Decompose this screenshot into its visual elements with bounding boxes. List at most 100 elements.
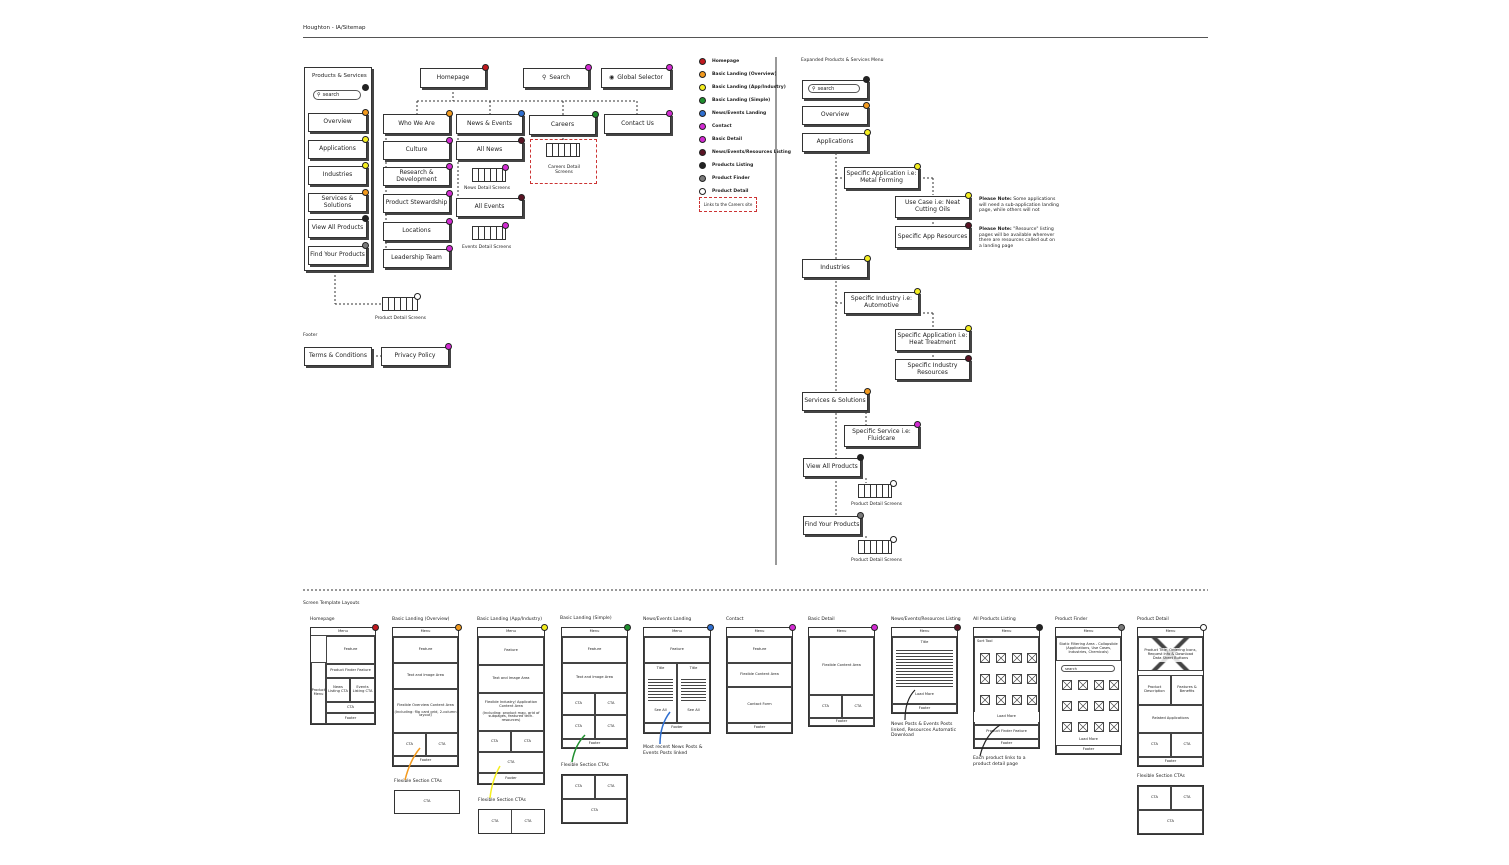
tpl-text-image: Text and Image Area <box>393 663 458 689</box>
tpl-pdetail-flex-cta: CTA CTA CTA <box>1137 785 1204 835</box>
search-node[interactable]: ⚲Search <box>523 68 589 88</box>
legend-careers-link: Links to the Careers site <box>699 197 757 212</box>
privacy-node[interactable]: Privacy Policy <box>381 347 449 366</box>
note-applications-bold: Please Note: <box>979 197 1012 202</box>
expanded-overview[interactable]: Overview <box>802 106 868 125</box>
legend-item: Basic Landing (App/Industry) <box>699 84 786 91</box>
page-title: Houghton - IA/Sitemap <box>303 25 366 31</box>
tpl-simple-flex-cta-label: Flexible Section CTAs <box>561 763 609 768</box>
tpl-listing-lines <box>896 648 953 689</box>
nav-item-overview[interactable]: Overview <box>308 113 367 132</box>
product-thumb <box>996 695 1006 705</box>
careers-detail-dashed-link[interactable] <box>530 139 597 184</box>
expanded-applications[interactable]: Applications <box>802 133 868 152</box>
who-we-are-node[interactable]: Who We Are <box>383 114 450 134</box>
tpl-cta: CTA <box>595 715 627 739</box>
specific-application-2[interactable]: Specific Application i.e: Heat Treatment <box>895 329 970 351</box>
specific-industry-resources[interactable]: Specific Industry Resources <box>895 359 970 380</box>
use-case[interactable]: Use Case i.e: Neat Cutting Oils <box>895 196 970 218</box>
tpl-menu: Menu <box>809 628 874 637</box>
note-resources: Please Note: "Resource" listing pages wi… <box>979 227 1059 250</box>
homepage-node[interactable]: Homepage <box>420 68 486 88</box>
marker-dot <box>446 163 453 170</box>
marker-dot <box>446 110 453 117</box>
news-events-node[interactable]: News & Events <box>456 114 523 134</box>
stewardship-node[interactable]: Product Stewardship <box>383 194 450 213</box>
careers-detail-label: Careers Detail Screens <box>547 165 581 175</box>
legend-dot <box>699 84 706 91</box>
legend-label: News/Events/Resources Listing <box>712 150 791 155</box>
leadership-node[interactable]: Leadership Team <box>383 249 450 268</box>
tpl-menu: Menu <box>478 628 544 637</box>
nav-item-services[interactable]: Services & Solutions <box>308 193 367 212</box>
tpl-menu: Menu <box>562 628 627 637</box>
tpl-cta: CTA <box>395 791 459 813</box>
tpl-cta: CTA <box>562 715 595 739</box>
legend-item: Product Detail <box>699 188 748 195</box>
legend-item: News/Events/Resources Listing <box>699 149 791 156</box>
expanded-view-all[interactable]: View All Products <box>803 458 861 477</box>
nav-item-find[interactable]: Find Your Products <box>308 246 367 265</box>
marker-dot <box>789 624 796 631</box>
terms-node[interactable]: Terms & Conditions <box>304 347 372 366</box>
expanded-find[interactable]: Find Your Products <box>803 516 861 535</box>
tpl-flex-overview: Flexible Overview Content Area(Including… <box>393 689 458 733</box>
expanded-search-input[interactable]: ⚲search <box>808 84 860 93</box>
specific-application[interactable]: Specific Application i.e: Metal Forming <box>844 167 919 189</box>
templates-title: Screen Template Layouts <box>303 601 360 606</box>
expanded-services[interactable]: Services & Solutions <box>802 392 868 411</box>
tpl-overview: Menu Feature Text and Image Area Flexibl… <box>392 627 459 767</box>
product-thumb <box>1078 680 1088 690</box>
nav-item-applications[interactable]: Applications <box>308 140 367 159</box>
marker-dot <box>863 102 870 109</box>
nav-search-input[interactable]: ⚲search <box>313 90 361 100</box>
legend-careers-link-label: Links to the Careers site <box>703 202 753 207</box>
tpl-events-listing-cta: Events Listing CTA <box>350 678 375 702</box>
legend-dot <box>699 71 706 78</box>
marker-dot <box>857 454 864 461</box>
tpl-menu: Menu <box>1056 628 1121 637</box>
careers-node[interactable]: Careers <box>529 115 596 135</box>
tpl-finder-title: Product Finder <box>1055 617 1088 622</box>
locations-node[interactable]: Locations <box>383 222 450 241</box>
product-detail-label: Product Detail Screens <box>375 316 427 321</box>
tpl-simple: Menu Feature Text and Image Area CTA CTA… <box>561 627 628 749</box>
tpl-contact: Menu Feature Flexible Content Area Conta… <box>726 627 793 734</box>
specific-app-resources[interactable]: Specific App Resources <box>895 226 970 248</box>
tpl-contact-form: Contact Form <box>727 687 792 723</box>
specific-service[interactable]: Specific Service i.e: Fluidcare <box>844 425 919 447</box>
tpl-cta: CTA <box>1138 786 1171 810</box>
legend-dot <box>699 58 706 65</box>
marker-dot <box>502 222 509 229</box>
product-detail-stack-1 <box>858 484 892 498</box>
tpl-cta: CTA <box>1171 786 1203 810</box>
research-node[interactable]: Research & Development <box>383 167 450 186</box>
culture-node[interactable]: Culture <box>383 141 450 160</box>
marker-dot <box>1118 624 1125 631</box>
tpl-allprod-title: All Products Listing <box>973 617 1016 622</box>
careers-detail-stack <box>546 143 580 157</box>
marker-dot <box>965 192 972 199</box>
contact-us-node[interactable]: Contact Us <box>604 114 671 134</box>
tpl-cta: CTA <box>562 799 627 823</box>
global-selector-node[interactable]: ◉Global Selector <box>601 68 671 88</box>
expanded-industries[interactable]: Industries <box>802 259 868 278</box>
all-news-node[interactable]: All News <box>456 141 523 160</box>
tpl-footer: Footer <box>1056 745 1121 754</box>
legend-label: Product Finder <box>712 176 750 181</box>
tpl-text-image: Text and Image Area <box>562 663 627 693</box>
product-thumb <box>980 674 990 684</box>
tpl-related-apps: Related Applications <box>1138 705 1203 733</box>
marker-dot <box>914 163 921 170</box>
search-icon: ⚲ <box>541 73 547 81</box>
product-thumb <box>1094 680 1104 690</box>
all-events-node[interactable]: All Events <box>456 198 523 217</box>
marker-dot <box>965 222 972 229</box>
specific-industry[interactable]: Specific Industry i.e: Automotive <box>844 292 919 314</box>
nav-item-view-all[interactable]: View All Products <box>308 219 367 238</box>
tpl-cta: CTA <box>511 731 544 752</box>
nav-item-industries[interactable]: Industries <box>308 166 367 185</box>
marker-dot <box>864 255 871 262</box>
product-thumb <box>1062 722 1072 732</box>
tpl-flex-industry-label: Flexible Industry/ Application Content A… <box>484 699 538 708</box>
